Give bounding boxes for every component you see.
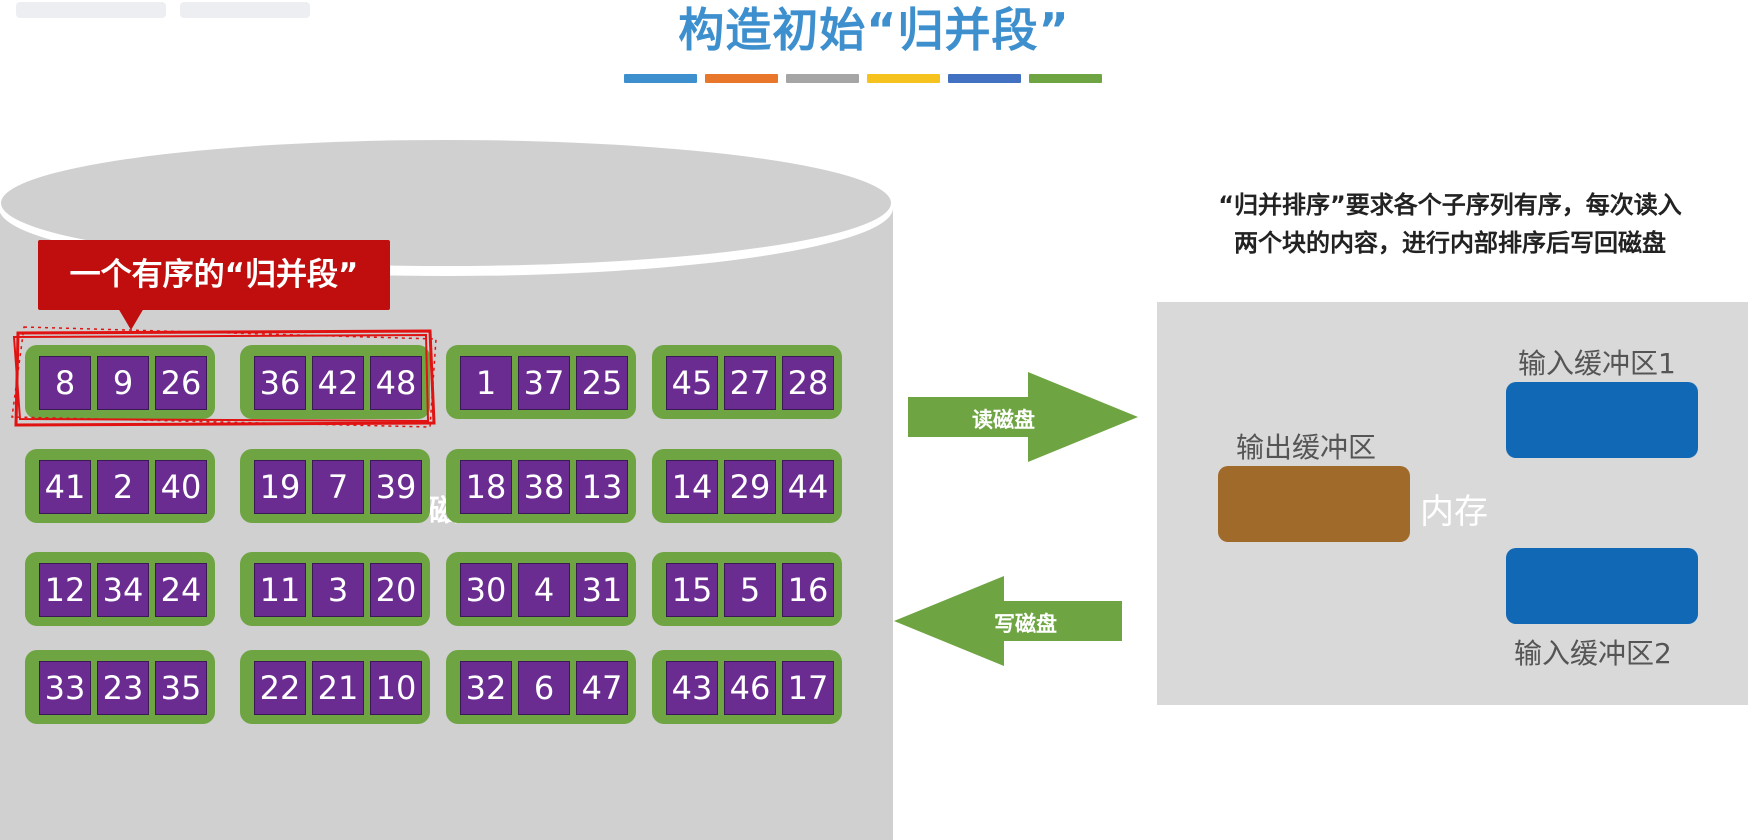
block-cell: 17 — [782, 661, 834, 715]
block-cell: 46 — [724, 661, 776, 715]
input-buffer-1 — [1506, 382, 1698, 458]
block-cell: 48 — [370, 356, 422, 410]
disk-cylinder — [0, 140, 893, 840]
block-cell: 15 — [666, 563, 718, 617]
block-cell: 43 — [666, 661, 718, 715]
color-bar-segment — [705, 74, 778, 83]
block-cell: 47 — [576, 661, 628, 715]
block-cell: 14 — [666, 460, 718, 514]
block-cell: 45 — [666, 356, 718, 410]
color-bar-segment — [1029, 74, 1102, 83]
write-disk-arrow — [894, 576, 1122, 666]
run-annotation-callout: 一个有序的“归并段” — [38, 240, 390, 310]
block-cell: 36 — [254, 356, 306, 410]
block-cell: 4 — [518, 563, 570, 617]
block-cell: 10 — [370, 661, 422, 715]
block-cell: 24 — [155, 563, 207, 617]
block-cell: 31 — [576, 563, 628, 617]
color-bar-segment — [786, 74, 859, 83]
input-buffer-2-label: 输入缓冲区2 — [1514, 637, 1672, 670]
block-cell: 33 — [39, 661, 91, 715]
read-disk-label: 读磁盘 — [972, 408, 1035, 432]
block-cell: 28 — [782, 356, 834, 410]
input-buffer-2 — [1506, 548, 1698, 624]
description-line-2: 两个块的内容，进行内部排序后写回磁盘 — [1234, 229, 1666, 257]
block-cell: 39 — [370, 460, 422, 514]
block-cell: 41 — [39, 460, 91, 514]
block-cell: 9 — [97, 356, 149, 410]
callout-pointer — [118, 308, 144, 330]
block-cell: 42 — [312, 356, 364, 410]
input-buffer-1-label: 输入缓冲区1 — [1518, 347, 1676, 380]
block-cell: 6 — [518, 661, 570, 715]
block-cell: 29 — [724, 460, 776, 514]
block-cell: 25 — [576, 356, 628, 410]
block-cell: 26 — [155, 356, 207, 410]
block-cell: 22 — [254, 661, 306, 715]
slide-title: 构造初始“归并段” — [678, 3, 1070, 57]
run-highlight-outline — [11, 326, 437, 428]
description-line-1: “归并排序”要求各个子序列有序，每次读入 — [1218, 191, 1682, 219]
block-cell: 19 — [254, 460, 306, 514]
block-cell: 44 — [782, 460, 834, 514]
block-cell: 13 — [576, 460, 628, 514]
color-bar-segment — [867, 74, 940, 83]
block-cell: 8 — [39, 356, 91, 410]
write-disk-label: 写磁盘 — [994, 612, 1057, 636]
block-cell: 40 — [155, 460, 207, 514]
block-cell: 23 — [97, 661, 149, 715]
block-cell: 2 — [97, 460, 149, 514]
block-cell: 21 — [312, 661, 364, 715]
block-cell: 20 — [370, 563, 422, 617]
block-cell: 12 — [39, 563, 91, 617]
watermark — [10, 0, 310, 22]
color-bar-segment — [948, 74, 1021, 83]
block-cell: 11 — [254, 563, 306, 617]
block-cell: 32 — [460, 661, 512, 715]
read-disk-arrow — [908, 372, 1138, 462]
block-cell: 35 — [155, 661, 207, 715]
output-buffer — [1218, 466, 1410, 542]
block-cell: 3 — [312, 563, 364, 617]
merge-sort-description: “归并排序”要求各个子序列有序，每次读入 两个块的内容，进行内部排序后写回磁盘 — [1160, 186, 1740, 262]
block-cell: 34 — [97, 563, 149, 617]
block-cell: 18 — [460, 460, 512, 514]
block-cell: 38 — [518, 460, 570, 514]
block-cell: 16 — [782, 563, 834, 617]
output-buffer-label: 输出缓冲区 — [1236, 431, 1377, 464]
block-cell: 27 — [724, 356, 776, 410]
block-cell: 5 — [724, 563, 776, 617]
block-cell: 37 — [518, 356, 570, 410]
memory-label: 内存 — [1420, 492, 1488, 532]
block-cell: 1 — [460, 356, 512, 410]
block-cell: 7 — [312, 460, 364, 514]
block-cell: 30 — [460, 563, 512, 617]
color-bar-segment — [624, 74, 697, 83]
